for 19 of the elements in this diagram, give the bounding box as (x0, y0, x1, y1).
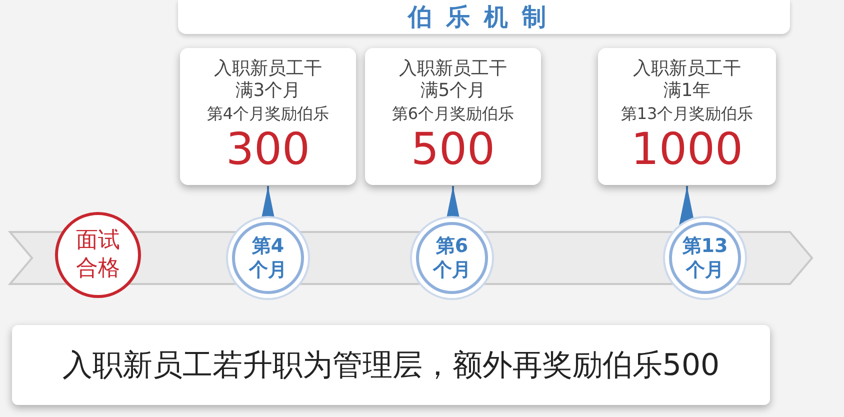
reward-condition: 第6个月奖励伯乐 (392, 104, 514, 125)
title-banner: 伯乐机制 (178, 0, 790, 34)
card-text: 入职新员工干满3个月 (213, 58, 323, 102)
milestone-label: 第13个月 (682, 234, 728, 282)
reward-amount: 1000 (631, 125, 743, 175)
card-text: 入职新员工干满1年 (632, 58, 742, 102)
note-text: 入职新员工若升职为管理层，额外再奖励伯乐500 (62, 346, 720, 384)
reward-amount: 500 (411, 125, 495, 175)
reward-amount: 300 (226, 125, 310, 175)
milestone-label: 面试合格 (75, 227, 121, 283)
reward-condition: 第13个月奖励伯乐 (620, 104, 754, 125)
milestone-label: 第6个月 (432, 234, 472, 282)
card-text: 入职新员工干满5个月 (398, 58, 508, 102)
milestone-label: 第4个月 (248, 234, 288, 282)
note-box (12, 325, 770, 405)
reward-card (180, 48, 356, 185)
reward-card (598, 48, 776, 185)
reward-condition: 第4个月奖励伯乐 (206, 104, 330, 125)
reward-card (365, 48, 541, 185)
